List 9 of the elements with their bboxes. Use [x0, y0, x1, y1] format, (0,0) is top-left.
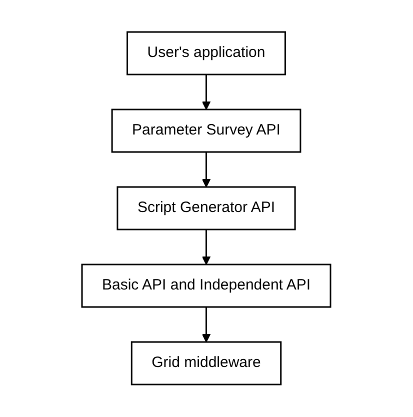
- arrow: [202, 152, 211, 188]
- arrow: [202, 307, 211, 343]
- node-box: User's application: [126, 32, 286, 76]
- node-box: Parameter Survey API: [112, 109, 302, 153]
- arrow: [202, 230, 211, 266]
- node-box: Script Generator API: [116, 186, 296, 230]
- arrow: [202, 74, 211, 110]
- node-box: Basic API and Independent API: [82, 264, 332, 308]
- node-box: Grid middleware: [131, 342, 282, 386]
